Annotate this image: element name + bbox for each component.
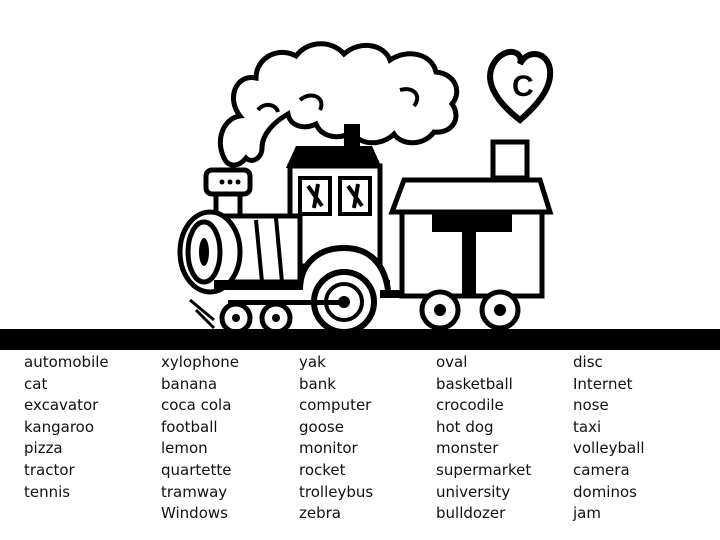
word: football bbox=[161, 417, 218, 436]
word: Internet bbox=[573, 374, 633, 393]
word: banana bbox=[161, 374, 218, 393]
word: yak bbox=[299, 353, 326, 371]
word: basketball bbox=[436, 374, 513, 393]
word: zebra bbox=[299, 504, 341, 523]
word: hot dog bbox=[436, 417, 494, 436]
word: monitor bbox=[299, 439, 358, 458]
heart-letter: C bbox=[512, 70, 534, 103]
locomotive-wheels bbox=[219, 269, 377, 335]
train-illustration: C bbox=[177, 41, 554, 335]
word-column-4: oval basketball crocodile hot dog monste… bbox=[436, 352, 531, 525]
word: bank bbox=[299, 374, 336, 393]
word: xylophone bbox=[161, 353, 240, 371]
word: taxi bbox=[573, 417, 602, 436]
word: camera bbox=[573, 460, 630, 479]
word: nose bbox=[573, 396, 609, 415]
word: rocket bbox=[299, 460, 346, 479]
word: excavator bbox=[24, 396, 99, 415]
word: jam bbox=[573, 504, 601, 523]
word: dominos bbox=[573, 482, 637, 501]
word: tractor bbox=[24, 460, 75, 479]
word: bulldozer bbox=[436, 504, 506, 523]
word: tramway bbox=[161, 482, 228, 501]
word: pizza bbox=[24, 439, 63, 458]
wagon-wheels bbox=[419, 289, 521, 331]
word: Windows bbox=[161, 504, 228, 523]
word: supermarket bbox=[436, 460, 532, 479]
heart-icon bbox=[487, 48, 554, 124]
word: trolleybus bbox=[299, 482, 374, 501]
word-column-2: xylophone banana coca cola football lemo… bbox=[161, 352, 239, 525]
word: monster bbox=[436, 439, 499, 458]
wagon-roof bbox=[388, 177, 554, 215]
word-column-1: automobile cat excavator kangaroo pizza … bbox=[24, 352, 109, 503]
rail-track bbox=[0, 329, 720, 350]
word: university bbox=[436, 482, 511, 501]
word: disc bbox=[573, 353, 603, 371]
word: computer bbox=[299, 396, 372, 415]
word: quartette bbox=[161, 460, 232, 479]
word: cat bbox=[24, 374, 48, 393]
word: goose bbox=[299, 417, 344, 436]
word: automobile bbox=[24, 353, 109, 371]
word: crocodile bbox=[436, 396, 504, 415]
word-column-5: disc Internet nose taxi volleyball camer… bbox=[573, 352, 645, 525]
word: coca cola bbox=[161, 396, 232, 415]
word-column-3: yak bank computer goose monitor rocket t… bbox=[299, 352, 373, 525]
word: volleyball bbox=[573, 439, 645, 458]
word: kangaroo bbox=[24, 417, 95, 436]
word: oval bbox=[436, 353, 468, 371]
word: tennis bbox=[24, 482, 71, 501]
smoke-cloud bbox=[217, 41, 460, 168]
word: lemon bbox=[161, 439, 208, 458]
